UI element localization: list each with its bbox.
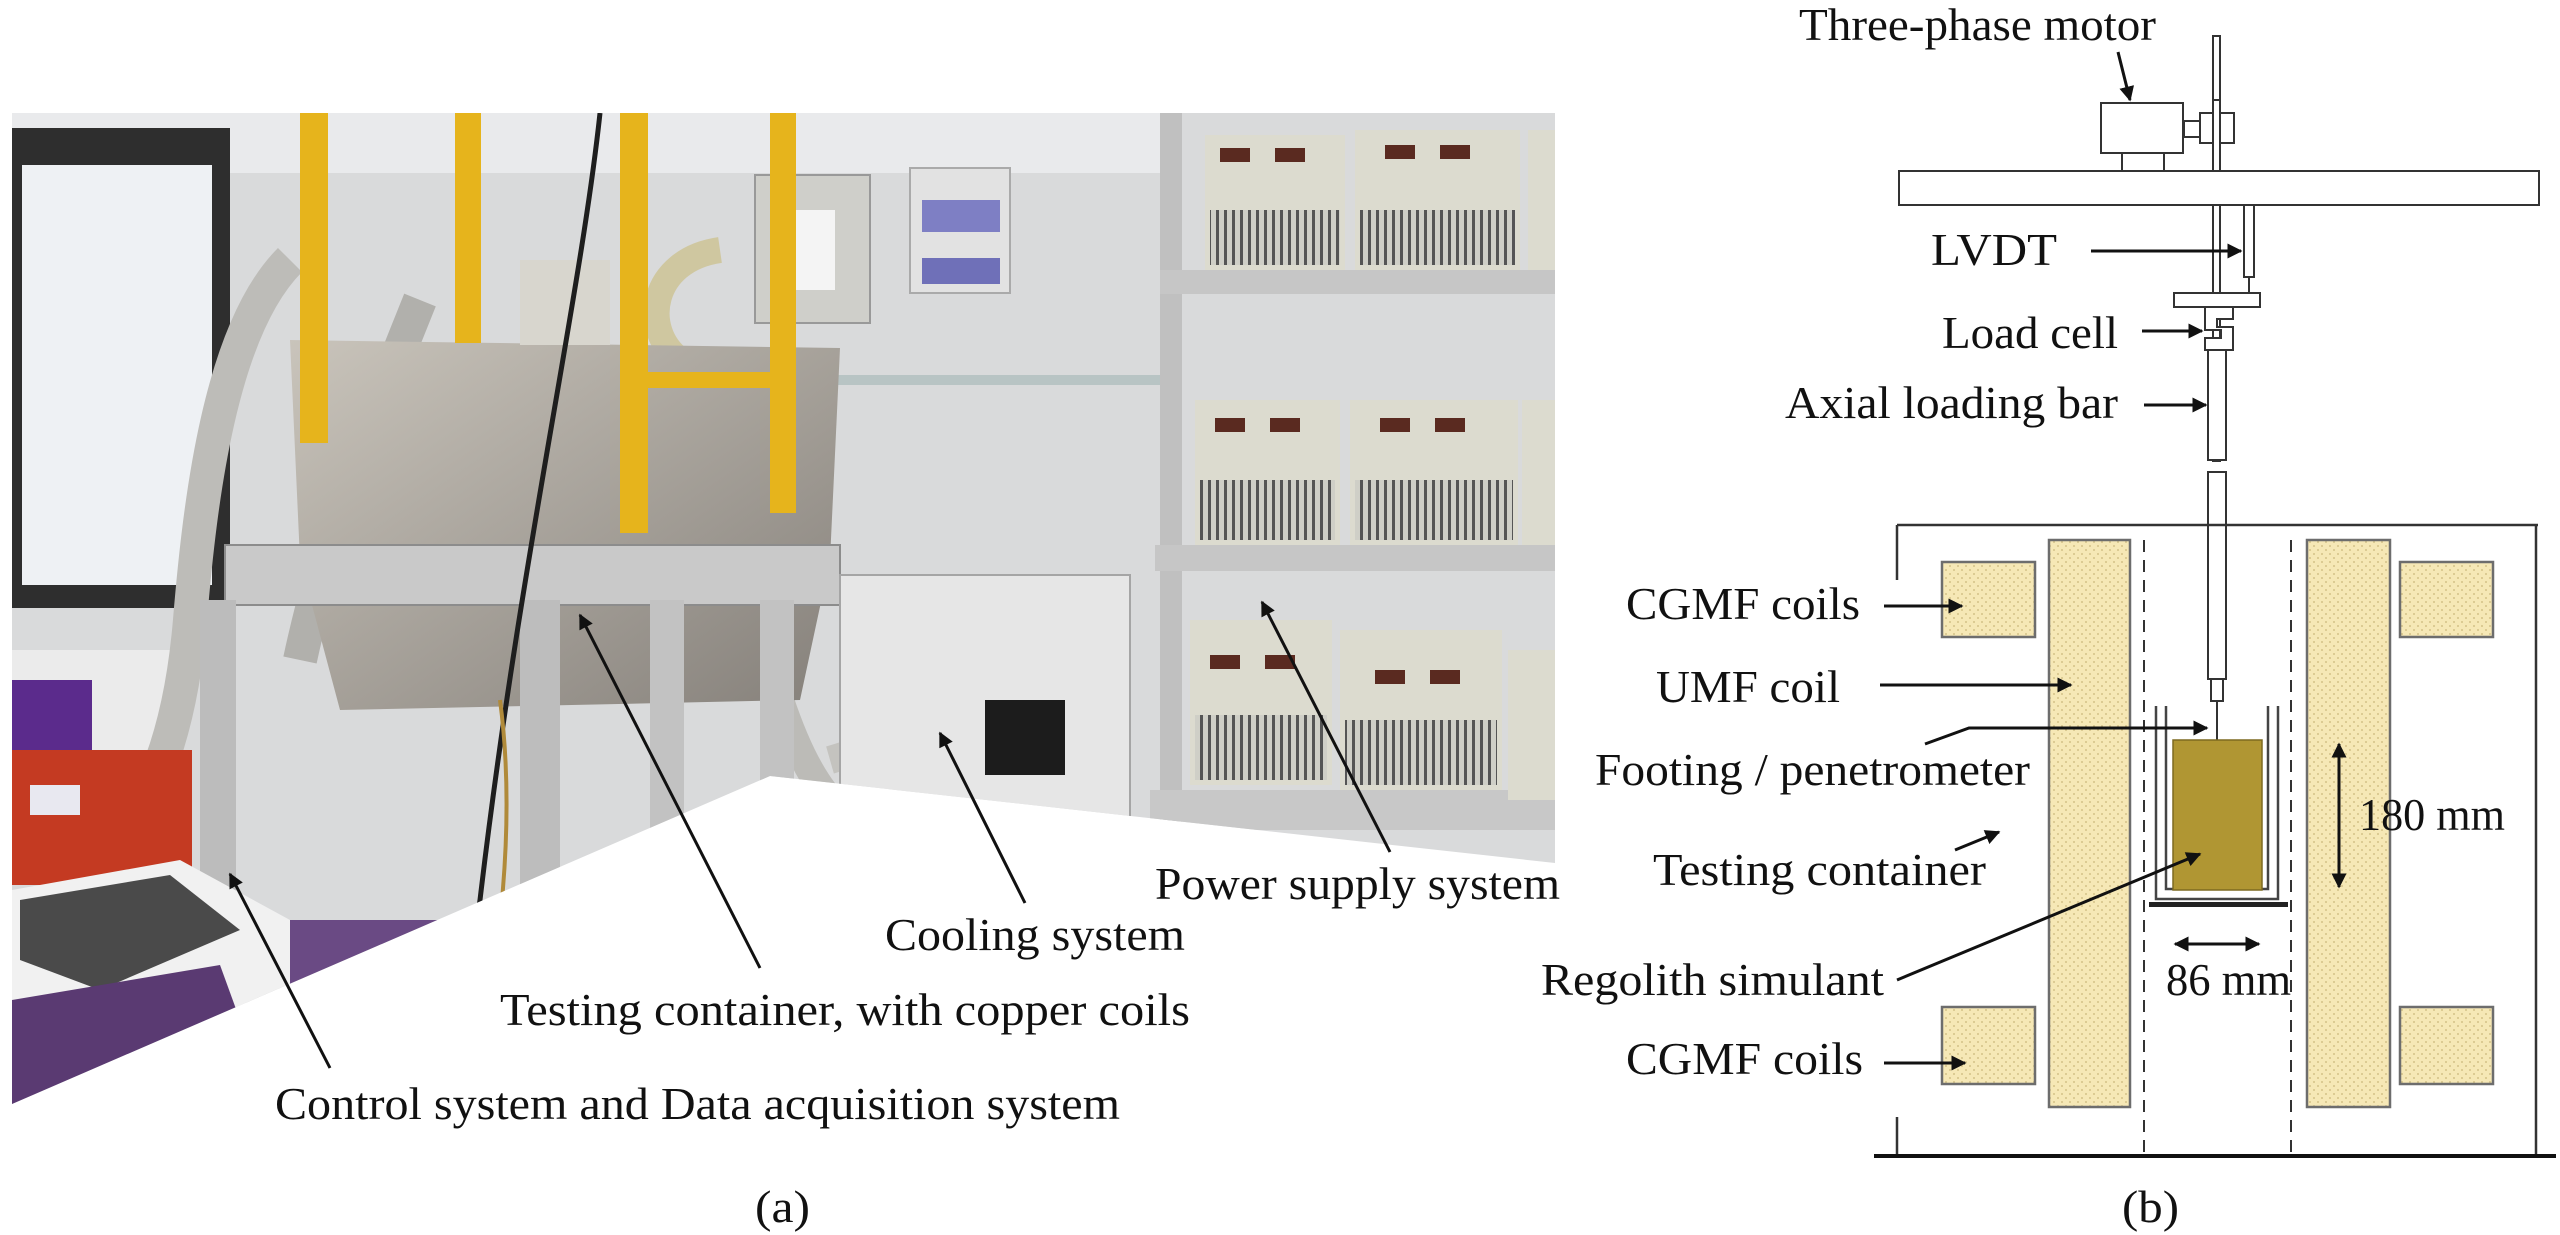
lvdt-sensor — [2243, 204, 2255, 278]
label-width-dimension: 86 mm — [2166, 954, 2291, 1005]
cgmf-coil-bottom-left — [1940, 1005, 2037, 1086]
leader-cooling — [938, 731, 1027, 904]
leader-power-supply — [1260, 600, 1392, 853]
label-lvdt: LVDT — [1931, 224, 2057, 275]
motor-base — [2121, 152, 2165, 172]
label-cgmf-top: CGMF coils — [1626, 578, 1860, 629]
label-regolith: Regolith simulant — [1541, 954, 1884, 1005]
caption-b: (b) — [2122, 1181, 2179, 1232]
label-cgmf-bottom: CGMF coils — [1626, 1033, 1863, 1084]
label-control-daq: Control system and Data acquisition syst… — [275, 1078, 1120, 1129]
label-container: Testing container — [1653, 844, 1986, 895]
leader-control-daq — [228, 872, 332, 1069]
label-axial-bar: Axial loading bar — [1785, 377, 2118, 428]
power-supply-units — [1190, 130, 1555, 800]
axial-bar-lower — [2207, 471, 2227, 680]
label-height-dimension: 180 mm — [2359, 789, 2505, 840]
schematic — [1874, 35, 2556, 1158]
label-umf: UMF coil — [1656, 661, 1840, 712]
label-cooling: Cooling system — [885, 909, 1185, 960]
label-power-supply: Power supply system — [1155, 858, 1560, 909]
leader-footing — [1924, 720, 2209, 746]
label-motor: Three-phase motor — [1799, 0, 2156, 50]
load-cell — [2204, 306, 2234, 351]
cgmf-coil-top-right — [2398, 560, 2495, 639]
regolith-sample — [2172, 739, 2263, 891]
umf-coil-right — [2305, 538, 2392, 1109]
leader-container — [1954, 830, 2001, 852]
cgmf-coil-top-left — [1940, 560, 2037, 639]
caption-a: (a) — [755, 1181, 810, 1232]
leader-regolith — [1896, 852, 2202, 982]
label-testing-container-coils: Testing container, with copper coils — [500, 984, 1190, 1035]
label-footing: Footing / penetrometer — [1595, 744, 2030, 795]
crossbeam — [1898, 170, 2540, 206]
cgmf-coil-bottom-right — [2398, 1005, 2495, 1086]
umf-coil-left — [2047, 538, 2132, 1109]
leader-testing-container — [578, 613, 762, 969]
leader-motor — [2116, 51, 2135, 102]
label-load-cell: Load cell — [1942, 307, 2118, 358]
axial-bar-upper — [2207, 349, 2227, 461]
motor-body — [2100, 102, 2184, 154]
